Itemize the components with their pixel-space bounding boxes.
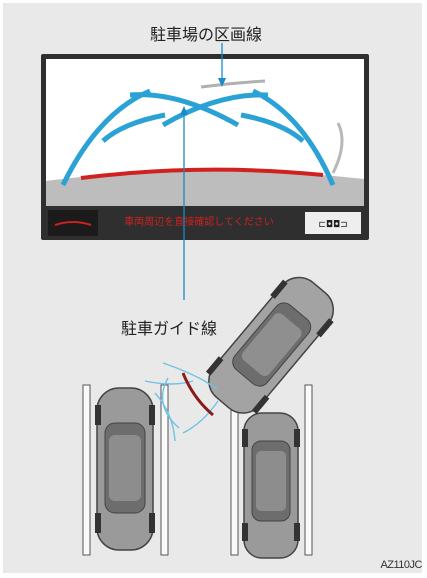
screen-message: 車両周辺を直接確認してください	[124, 217, 274, 228]
ground-guide-red	[181, 372, 214, 417]
parking-lines-label: 駐車場の区画線	[150, 25, 263, 44]
slot-line-1	[82, 384, 91, 556]
pointer-guide-arrow	[180, 106, 188, 115]
parked-car-left	[95, 387, 155, 551]
mode-glyphs: ⊏◘◘⊐	[318, 220, 347, 230]
reversing-car	[205, 276, 335, 415]
figure-canvas: 駐車場の区画線 ⊏◘◘⊐	[3, 3, 422, 573]
guide-line-cross-1	[129, 92, 240, 128]
parked-car-right	[242, 412, 300, 559]
figure-code: AZ110JC	[380, 559, 422, 571]
pointer-top-arrow	[218, 78, 226, 87]
bumper-area	[46, 170, 364, 206]
guide-mini-icon	[54, 221, 92, 226]
slot-line-4	[304, 384, 313, 556]
screen-mode-button	[305, 212, 361, 234]
guide-line-left-inner	[101, 112, 166, 143]
guide-line-red	[80, 167, 324, 180]
ground-guide-lines	[144, 362, 219, 442]
guide-lines-label: 駐車ガイド線	[121, 319, 218, 338]
guide-line-right-inner	[240, 112, 305, 143]
parking-line-mark-right	[331, 122, 344, 174]
camera-screen: ⊏◘◘⊐	[41, 54, 369, 240]
guide-line-cross-2	[161, 92, 269, 128]
parking-line-mark	[200, 79, 266, 89]
diagram-svg: ⊏◘◘⊐	[41, 43, 369, 559]
